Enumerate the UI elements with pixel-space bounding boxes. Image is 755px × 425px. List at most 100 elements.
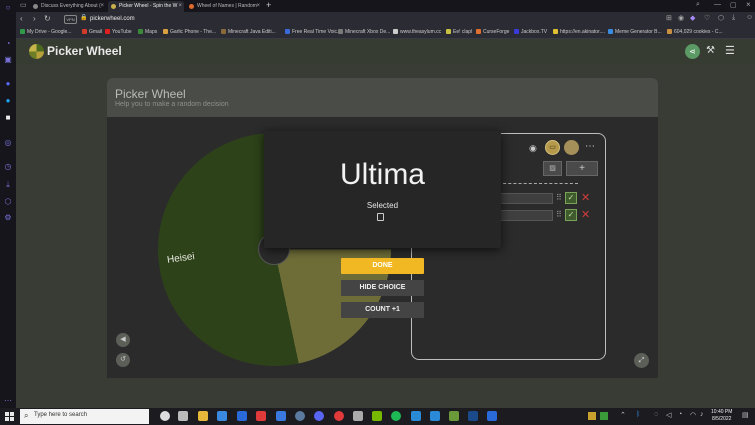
add-image-button[interactable]: ▨ bbox=[543, 161, 562, 176]
bookmark-item[interactable]: CurseForge bbox=[476, 26, 509, 38]
bookmark-item[interactable]: www.theasylum.cc bbox=[393, 26, 441, 38]
entry-checkbox[interactable]: ✓ bbox=[565, 192, 577, 204]
speaker-tray-icon[interactable]: ♪ bbox=[700, 411, 704, 418]
forward-icon[interactable]: › bbox=[33, 14, 36, 23]
nvidia-icon[interactable] bbox=[372, 411, 382, 421]
explorer-icon[interactable] bbox=[411, 411, 421, 421]
back-icon[interactable]: ‹ bbox=[20, 14, 23, 23]
settings-rail-icon[interactable]: ⚙ bbox=[4, 213, 12, 222]
profile-icon[interactable]: ☺ bbox=[746, 14, 754, 21]
history-rail-icon[interactable]: ◔ bbox=[5, 39, 11, 48]
bookmark-item[interactable]: Maps bbox=[138, 26, 157, 38]
count-button[interactable]: COUNT +1 bbox=[341, 302, 424, 318]
entry-input[interactable] bbox=[498, 193, 553, 204]
reload-icon[interactable]: ↻ bbox=[44, 14, 51, 23]
eye-icon[interactable]: ◉ bbox=[529, 143, 537, 153]
file-explorer-icon[interactable] bbox=[198, 411, 208, 421]
cube-rail-icon[interactable]: ⬡ bbox=[4, 197, 12, 206]
window-close-icon[interactable]: × bbox=[746, 0, 751, 9]
share-button[interactable]: ⋖ bbox=[685, 44, 700, 59]
vpn-badge[interactable]: VPN bbox=[64, 15, 77, 24]
done-button[interactable]: DONE bbox=[341, 258, 424, 274]
player-rail-icon[interactable]: ◎ bbox=[4, 138, 12, 147]
drag-handle-icon[interactable]: ⠿ bbox=[556, 193, 562, 202]
tab-list-icon[interactable]: ▭ bbox=[20, 2, 27, 9]
opera-menu-icon[interactable]: ○ bbox=[5, 3, 11, 12]
mouse-icon[interactable] bbox=[353, 411, 363, 421]
tiktok-rail-icon[interactable]: ■ bbox=[5, 113, 11, 122]
cube-icon[interactable]: ⬡ bbox=[718, 15, 725, 22]
bookmark-item[interactable]: Meme Generator B... bbox=[608, 26, 662, 38]
spotify-icon[interactable] bbox=[391, 411, 401, 421]
dropbox-icon[interactable] bbox=[276, 411, 286, 421]
search-tabs-icon[interactable]: ⌕ bbox=[696, 1, 700, 8]
tray-app-icon[interactable] bbox=[588, 412, 596, 420]
opera-icon[interactable] bbox=[334, 411, 344, 421]
avatar[interactable] bbox=[564, 140, 579, 155]
wifi-icon[interactable]: ◠ bbox=[690, 412, 697, 419]
bookmark-item[interactable]: Gmail bbox=[82, 26, 102, 38]
new-tab-button[interactable]: + bbox=[266, 0, 272, 10]
close-icon[interactable]: × bbox=[256, 3, 260, 9]
close-icon[interactable]: × bbox=[100, 3, 104, 9]
bookmark-item[interactable]: Jackbox.TV bbox=[514, 26, 547, 38]
site-logo[interactable]: Picker Wheel bbox=[47, 44, 122, 58]
camera-icon[interactable]: ◉ bbox=[678, 15, 685, 22]
bag-rail-icon[interactable]: ▣ bbox=[4, 55, 12, 64]
fullscreen-button[interactable]: ⤢ bbox=[634, 353, 649, 368]
steam-icon[interactable] bbox=[295, 411, 305, 421]
notification-icon[interactable]: ▤ bbox=[742, 412, 749, 419]
bookmark-item[interactable]: https://en.akinator.... bbox=[553, 26, 605, 38]
cortana-icon[interactable] bbox=[160, 411, 170, 421]
tab-wheel-of-names[interactable]: Wheel of Names | Random × bbox=[186, 1, 262, 12]
bookmark-item[interactable]: Minecraft Xbox De... bbox=[338, 26, 390, 38]
roblox-icon[interactable] bbox=[256, 411, 266, 421]
vs-code-icon[interactable] bbox=[430, 411, 440, 421]
maximize-icon[interactable]: ▢ bbox=[730, 2, 737, 9]
twitter-rail-icon[interactable]: ● bbox=[5, 96, 11, 105]
bookmark-item[interactable]: Free Real Time Voic... bbox=[285, 26, 341, 38]
drag-handle-icon[interactable]: ⠿ bbox=[556, 210, 562, 219]
steam-app-icon[interactable] bbox=[468, 411, 478, 421]
logo-wheel-icon[interactable] bbox=[29, 44, 44, 59]
bookmark-item[interactable]: 604,029 cookies - C... bbox=[667, 26, 723, 38]
sync-icon[interactable]: ◔ bbox=[678, 411, 683, 418]
bookmark-item[interactable]: My Drive - Google... bbox=[20, 26, 71, 38]
mail-icon[interactable] bbox=[217, 411, 227, 421]
copy-icon[interactable] bbox=[377, 213, 384, 221]
close-icon[interactable]: × bbox=[178, 3, 182, 9]
clock[interactable]: 10:40 PM 8/5/2022 bbox=[711, 409, 732, 423]
taskbar-search[interactable]: ⌕ Type here to search bbox=[20, 409, 149, 424]
bookmark-item[interactable]: Minecraft Java Editi... bbox=[221, 26, 276, 38]
folder-button[interactable]: ▭ bbox=[545, 140, 560, 155]
bluetooth-icon[interactable]: ᛒ bbox=[636, 411, 641, 418]
discord-icon[interactable] bbox=[314, 411, 324, 421]
more-rail-icon[interactable]: ⋯ bbox=[4, 396, 12, 405]
clock-rail-icon[interactable]: ◷ bbox=[4, 162, 12, 171]
minecraft-icon[interactable] bbox=[449, 411, 459, 421]
more-options-icon[interactable]: ⋯ bbox=[585, 141, 595, 152]
windows-start-icon[interactable] bbox=[5, 412, 14, 421]
extension-icon[interactable]: ⊞ bbox=[666, 15, 672, 22]
tools-icon[interactable]: ⚒ bbox=[706, 45, 715, 56]
sound-button[interactable]: ◀ bbox=[116, 333, 130, 347]
entry-checkbox[interactable]: ✓ bbox=[565, 209, 577, 221]
download-icon[interactable]: ⤓ bbox=[732, 14, 736, 21]
tab-discuss[interactable]: Discuss Everything About ( × bbox=[30, 1, 106, 12]
word-icon[interactable] bbox=[487, 411, 497, 421]
url-field[interactable]: pickerwheel.com bbox=[90, 16, 135, 22]
history-button[interactable]: ↺ bbox=[116, 353, 130, 367]
volume-icon[interactable]: ◁ bbox=[666, 412, 672, 419]
tray-chevron-icon[interactable]: ⌃ bbox=[620, 412, 626, 419]
hide-choice-button[interactable]: HIDE CHOICE bbox=[341, 280, 424, 296]
bookmark-item[interactable]: YouTube bbox=[105, 26, 132, 38]
bookmark-item[interactable]: Garlic Phone - The... bbox=[163, 26, 216, 38]
download-rail-icon[interactable]: ⤓ bbox=[6, 180, 10, 189]
network-icon[interactable]: ◌ bbox=[654, 411, 659, 418]
add-entry-button[interactable]: + bbox=[566, 161, 598, 176]
messenger-rail-icon[interactable]: ● bbox=[5, 79, 11, 88]
delete-icon[interactable]: ✕ bbox=[581, 192, 591, 204]
entry-input[interactable] bbox=[498, 210, 553, 221]
task-view-icon[interactable] bbox=[178, 411, 188, 421]
heart-icon[interactable]: ♡ bbox=[704, 15, 711, 22]
